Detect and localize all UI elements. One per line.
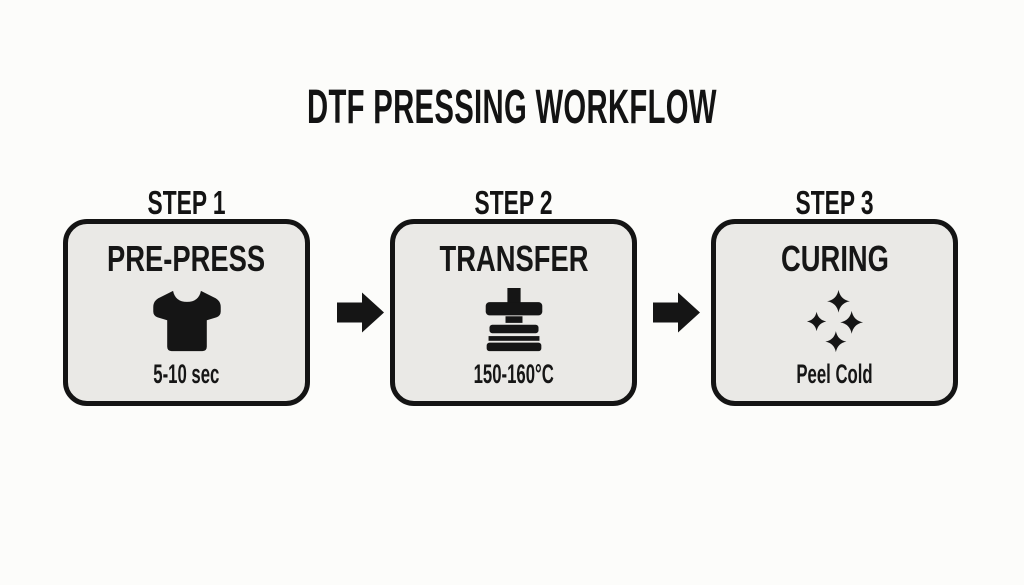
step3-label-text: STEP 3 [795,184,874,221]
step3-name-text: CURING [780,238,889,279]
step-column-2: STEP 2 TRANSFER 150-1 [390,186,637,406]
step3-detail: Peel Cold [773,358,896,390]
step1-name-text: PRE-PRESS [107,238,266,279]
step1-label-text: STEP 1 [147,184,226,221]
step2-label: STEP 2 [390,186,637,219]
step2-detail-text: 150-160°C [473,359,554,389]
arrow-right-icon [337,292,384,333]
step3-label: STEP 3 [711,186,958,219]
tshirt-icon [152,290,221,352]
heat-press-icon [485,288,542,352]
step2-icon-wrap [481,286,547,356]
step3-icon-wrap [803,286,867,356]
page-title-text: DTF PRESSING WORKFLOW [307,81,717,134]
step1-icon-wrap [149,286,225,356]
step-column-1: STEP 1 PRE-PRESS 5-10 sec [63,186,310,406]
page-title: DTF PRESSING WORKFLOW [0,84,1024,132]
step2-detail: 150-160°C [449,358,578,390]
step1-box: PRE-PRESS 5-10 sec [63,219,310,406]
step1-detail: 5-10 sec [133,358,240,390]
step3-detail-text: Peel Cold [796,359,873,389]
step1-label: STEP 1 [63,186,310,219]
step2-name: TRANSFER [416,238,612,280]
step2-box: TRANSFER 150-160°C [390,219,637,406]
step3-box: CURING Peel Cold [711,219,958,406]
sparkles-icon [806,289,863,353]
step2-name-text: TRANSFER [439,238,588,279]
arrow-right-icon [653,292,700,333]
step1-name: PRE-PRESS [82,238,290,280]
step3-name: CURING [764,238,906,280]
step2-label-text: STEP 2 [474,184,553,221]
step-column-3: STEP 3 CURING Peel Cold [711,186,958,406]
step1-detail-text: 5-10 sec [153,359,220,389]
